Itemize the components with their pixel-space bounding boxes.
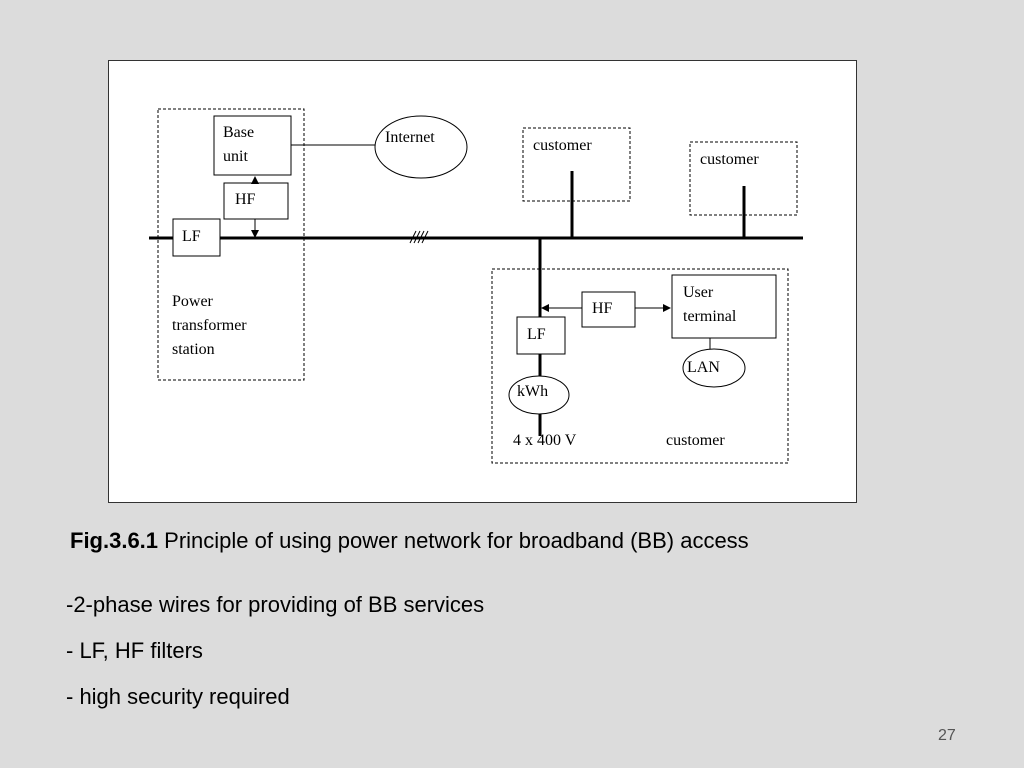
lan-label: LAN bbox=[687, 359, 720, 376]
power-station-label-2: transformer bbox=[172, 317, 247, 334]
bullet-item-3: - high security required bbox=[66, 684, 290, 709]
customer-1-label: customer bbox=[533, 137, 592, 154]
lf-right-box bbox=[516, 316, 566, 355]
hf-right-box bbox=[581, 291, 636, 328]
power-station-label-1: Power bbox=[172, 293, 213, 310]
base-unit-label-2: unit bbox=[223, 148, 248, 165]
hf-left-label: HF bbox=[235, 191, 256, 208]
line-hash-marks bbox=[409, 230, 429, 244]
user-terminal-box bbox=[671, 274, 777, 339]
base-unit-label-1: Base bbox=[223, 124, 255, 141]
figure-caption: Fig.3.6.1 Principle of using power netwo… bbox=[70, 528, 749, 554]
internet-label: Internet bbox=[385, 129, 435, 146]
lf-left-box bbox=[172, 218, 221, 257]
lan-ellipse bbox=[682, 348, 746, 388]
bullet-item-2: - LF, HF filters bbox=[66, 638, 203, 663]
bullet-item-1: -2-phase wires for providing of BB servi… bbox=[66, 592, 485, 617]
customer-2-label: customer bbox=[700, 151, 759, 168]
hf-left-box bbox=[223, 182, 289, 220]
figure-caption-text: Principle of using power network for bro… bbox=[158, 528, 749, 553]
lf-left-label: LF bbox=[182, 228, 201, 245]
figure-caption-label: Fig.3.6.1 bbox=[70, 528, 159, 553]
diagram-svg bbox=[149, 108, 803, 464]
hf-right-label: HF bbox=[592, 300, 613, 317]
user-terminal-label-2: terminal bbox=[683, 308, 737, 325]
internet-ellipse bbox=[374, 115, 468, 179]
voltage-label: 4 x 400 V bbox=[513, 432, 577, 449]
power-station-group bbox=[157, 108, 305, 381]
customer-3-label: customer bbox=[666, 432, 725, 449]
power-station-label-3: station bbox=[172, 341, 215, 358]
customer-3-group bbox=[491, 268, 789, 464]
kwh-label: kWh bbox=[517, 383, 549, 400]
user-terminal-label-1: User bbox=[683, 284, 714, 301]
diagram-frame: Base unit Internet HF LF Power transform… bbox=[108, 60, 857, 503]
lf-right-label: LF bbox=[527, 326, 546, 343]
kwh-ellipse bbox=[508, 375, 570, 415]
page-number: 27 bbox=[938, 727, 956, 744]
